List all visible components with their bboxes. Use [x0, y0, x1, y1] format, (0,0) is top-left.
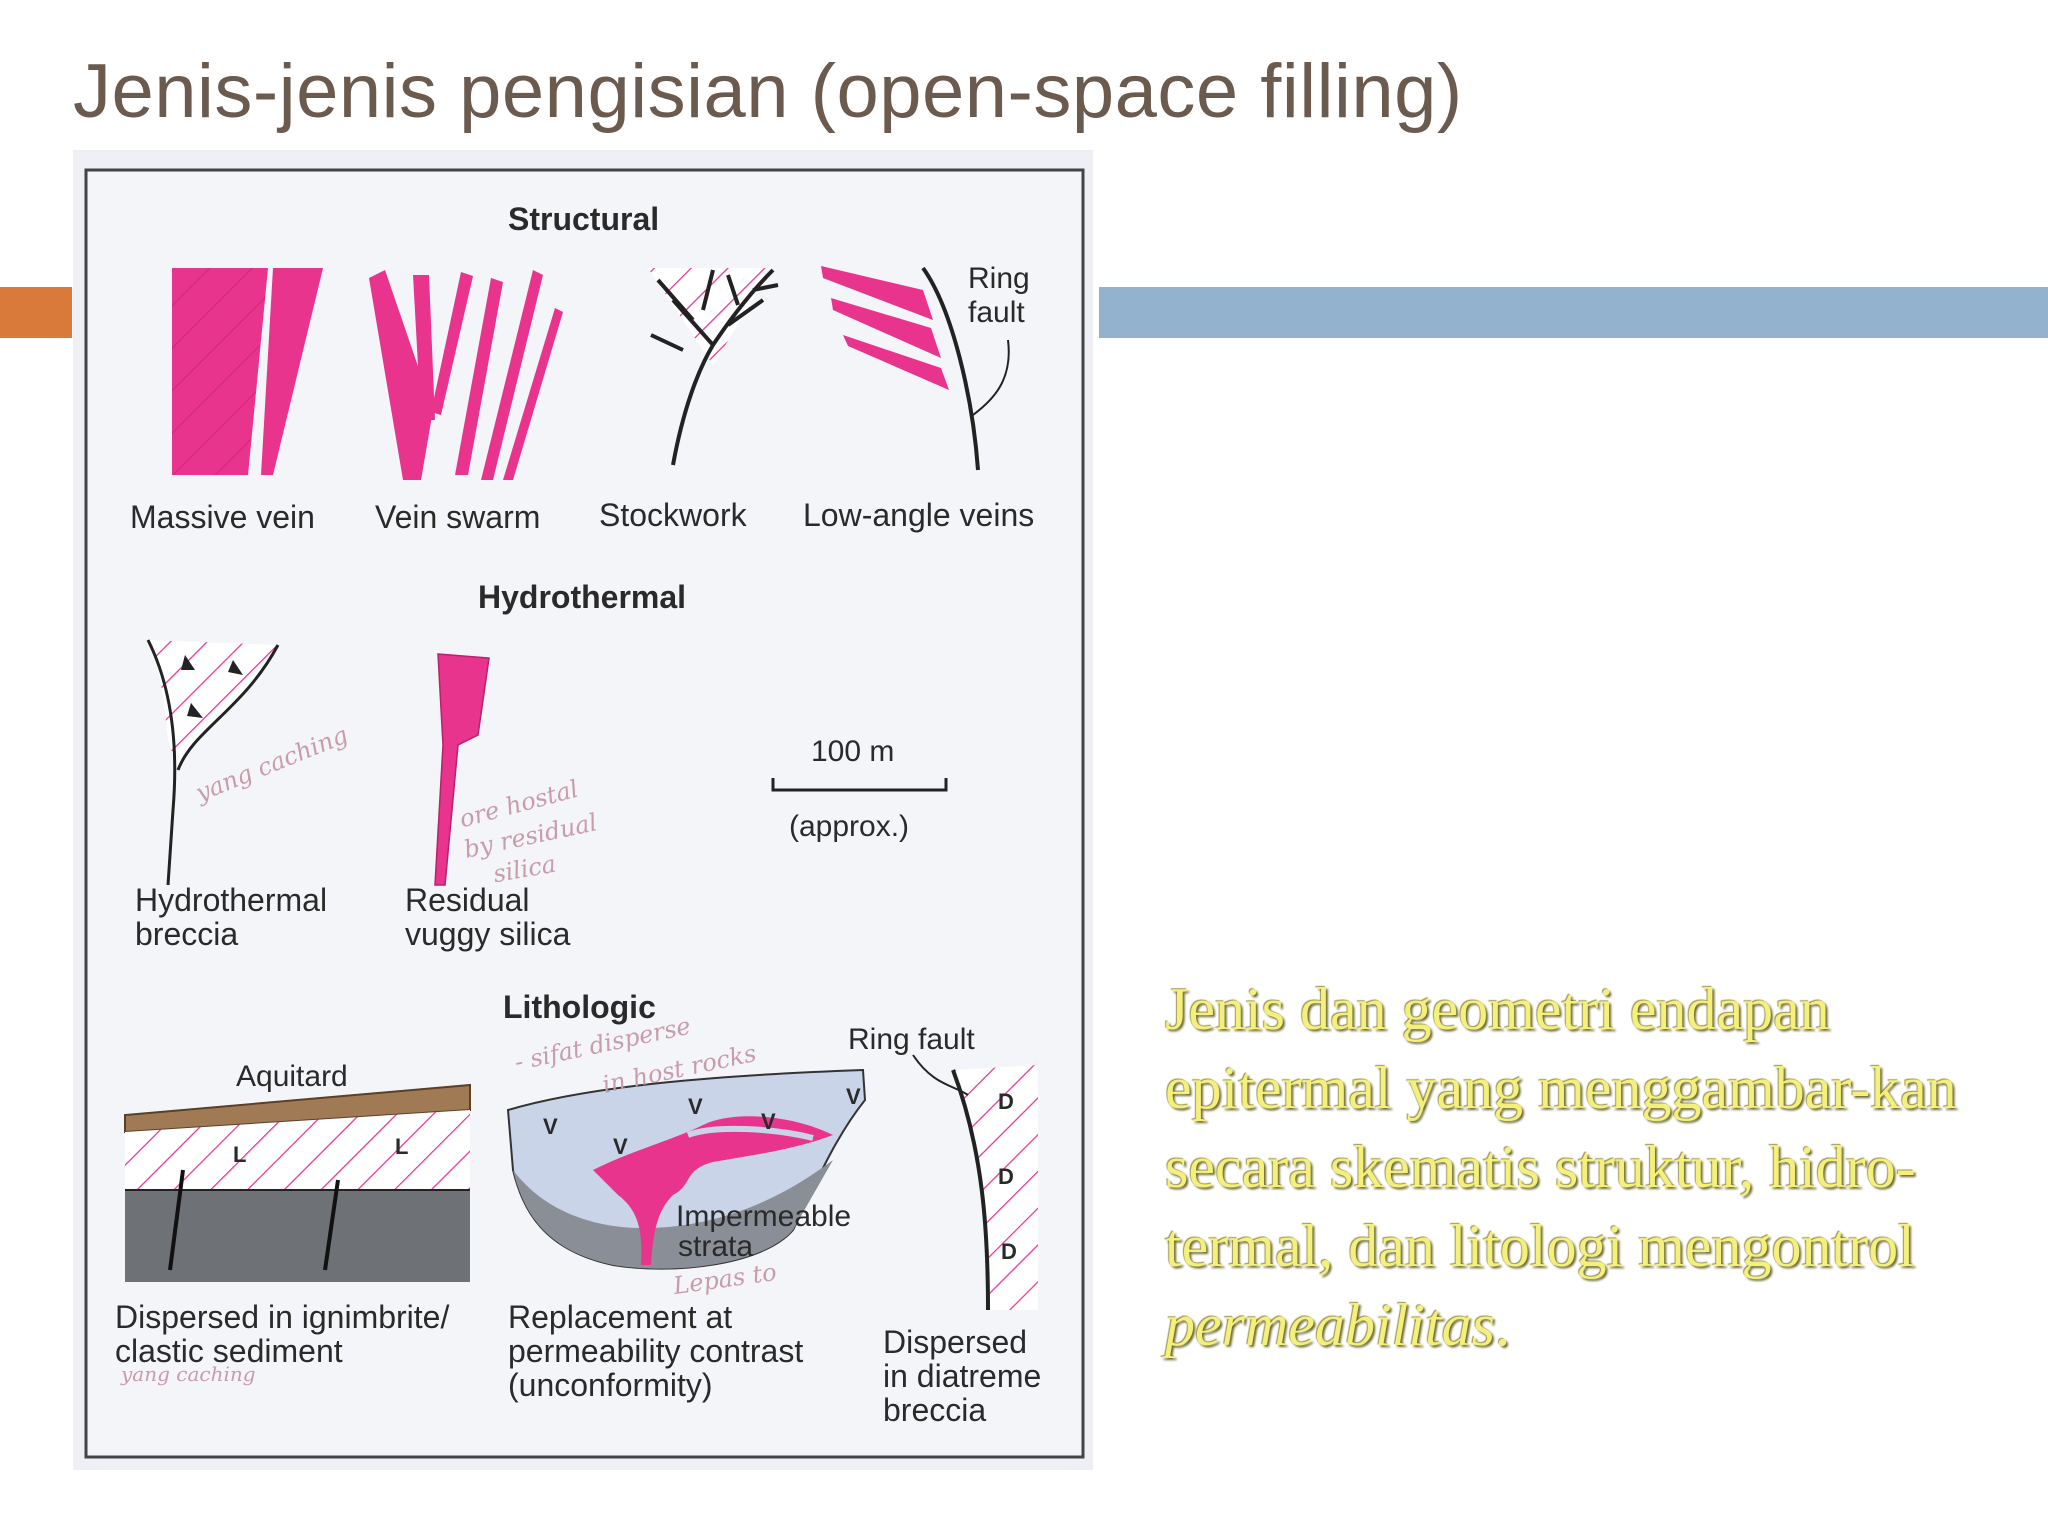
- stockwork-graphic: [648, 268, 779, 466]
- scale-bar-note: (approx.): [789, 810, 910, 843]
- massive-vein-label: Massive vein: [130, 499, 315, 535]
- vein-swarm-graphic: [369, 270, 563, 480]
- slide-caption: Jenis dan geometri endapan epitermal yan…: [1165, 970, 2025, 1365]
- diatreme-marker-1: D: [998, 1089, 1014, 1114]
- lithic-marker-1: L: [233, 1142, 247, 1167]
- ring-fault-lithologic-label: Ring fault: [848, 1023, 975, 1056]
- slide-title: Jenis-jenis pengisian (open-space fillin…: [73, 49, 1463, 134]
- replacement-unconformity-graphic: [506, 1068, 867, 1270]
- caption-end: .: [1494, 1292, 1510, 1358]
- impermeable-strata-label-line2: strata: [678, 1230, 754, 1263]
- stockwork-label: Stockwork: [599, 497, 747, 533]
- lithologic-header: Lithologic: [503, 989, 656, 1025]
- accent-bar-left: [0, 287, 72, 338]
- low-angle-veins-label: Low-angle veins: [803, 497, 1035, 533]
- diatreme-label-line3: breccia: [883, 1392, 987, 1428]
- ring-fault-label-line1: Ring: [968, 262, 1030, 295]
- hydrothermal-breccia-label-line2: breccia: [135, 916, 239, 952]
- diatreme-label-line1: Dispersed: [883, 1324, 1028, 1360]
- ring-fault-label-line2: fault: [968, 296, 1025, 329]
- caption-italic-term: permeabilitas: [1165, 1292, 1495, 1358]
- vuggy-silica-label-line1: Residual: [405, 882, 530, 918]
- volcanic-marker-4: V: [761, 1109, 776, 1134]
- lithic-marker-2: L: [395, 1134, 409, 1159]
- massive-vein-graphic: [172, 268, 323, 475]
- hydrothermal-breccia-graphic: [146, 639, 280, 886]
- diatreme-label-line2: in diatreme: [883, 1358, 1042, 1394]
- caption-text: Jenis dan geometri endapan epitermal yan…: [1165, 976, 1957, 1279]
- vuggy-silica-label-line2: vuggy silica: [405, 916, 571, 952]
- diatreme-breccia-graphic: [912, 1054, 1038, 1311]
- scale-bar: [771, 778, 948, 792]
- scale-bar-value: 100 m: [811, 735, 895, 768]
- dispersed-ignimbrite-label-line2: clastic sediment: [115, 1333, 343, 1369]
- volcanic-marker-3: V: [688, 1094, 703, 1119]
- aquitard-label: Aquitard: [236, 1060, 348, 1093]
- hydrothermal-breccia-label-line1: Hydrothermal: [135, 882, 328, 918]
- epithermal-deposit-diagram: Structural Hydrothermal Lithologic Massi…: [73, 150, 1093, 1470]
- diatreme-marker-3: D: [1001, 1239, 1017, 1264]
- volcanic-marker-2: V: [613, 1134, 628, 1159]
- hydrothermal-header: Hydrothermal: [478, 579, 687, 615]
- replacement-label-line2: permeability contrast: [508, 1333, 804, 1369]
- vein-swarm-label: Vein swarm: [375, 499, 541, 535]
- diatreme-marker-2: D: [998, 1164, 1014, 1189]
- residual-vuggy-silica-graphic: [434, 653, 490, 886]
- volcanic-marker-1: V: [543, 1114, 558, 1139]
- impermeable-strata-label-line1: Impermeable: [676, 1200, 852, 1233]
- accent-bar-right: [1099, 287, 2048, 338]
- dispersed-ignimbrite-graphic: [124, 1083, 471, 1282]
- low-angle-veins-graphic: [821, 266, 1010, 471]
- handwritten-note-dispersed: yang caching: [121, 1362, 256, 1386]
- dispersed-ignimbrite-label-line1: Dispersed in ignimbrite/: [115, 1299, 450, 1335]
- replacement-label-line3: (unconformity): [508, 1367, 713, 1403]
- replacement-label-line1: Replacement at: [508, 1299, 733, 1335]
- structural-header: Structural: [508, 201, 660, 237]
- diagram-graphics: [73, 150, 1093, 1470]
- volcanic-marker-5: V: [846, 1084, 861, 1109]
